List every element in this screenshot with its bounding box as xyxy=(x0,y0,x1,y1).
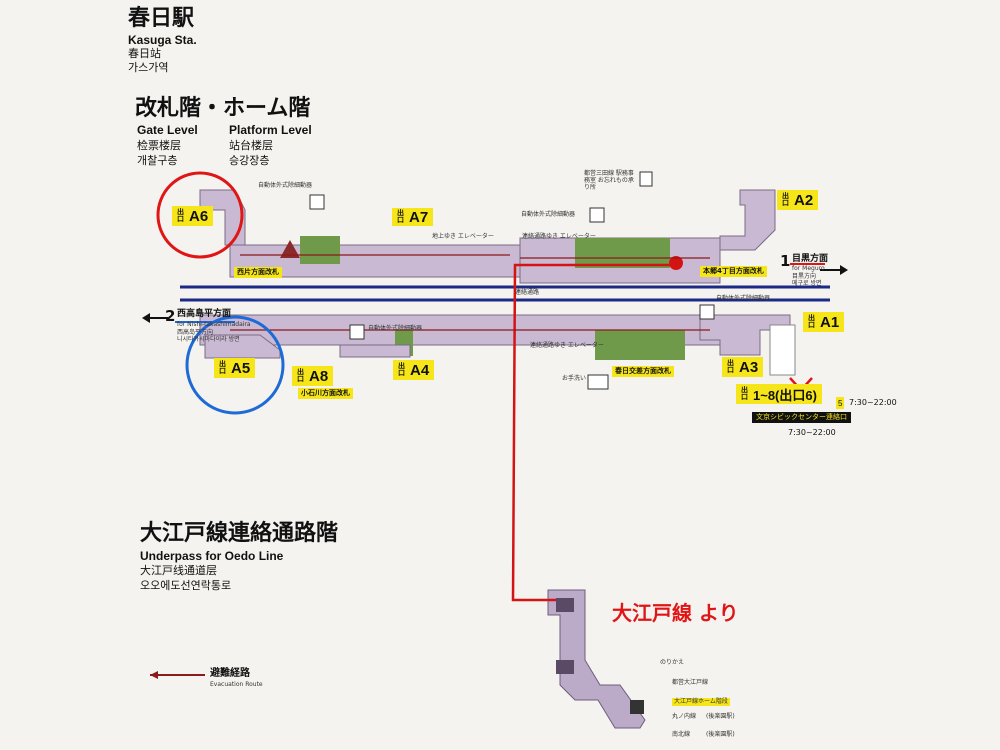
track2-direction: 西高島平方面 xyxy=(177,309,232,319)
aed-label-4: 自動体外式除細動器 xyxy=(716,295,771,302)
toilet-icon xyxy=(587,374,609,390)
aed-label-2: 自動体外式除細動器 xyxy=(521,211,576,218)
arrow-left-head xyxy=(142,313,150,323)
route-start-dot xyxy=(669,256,683,270)
underpass-title-ko: 오오에도선연락통로 xyxy=(140,579,232,592)
aed-label-3: 自動体外式除細動器 xyxy=(368,325,423,332)
station-office-label: 都営三田線 駅務事務室 お忘れもの承り所 xyxy=(584,170,634,192)
green-area-1 xyxy=(300,236,340,264)
station-name-ko: 가스가역 xyxy=(128,61,169,74)
elevator-passage-label: 連絡通路ゆき エレベーター xyxy=(522,233,596,240)
hours-1: 7:30~22:00 xyxy=(849,398,897,407)
hours-2: 7:30~22:00 xyxy=(788,428,836,437)
stair-block-1 xyxy=(556,598,574,612)
passage-label: 連絡通路 xyxy=(515,289,540,296)
green-area-2 xyxy=(575,238,670,268)
transfer-korakuen: (後楽園駅) xyxy=(706,713,735,720)
gate-level-ko: 개찰구층 xyxy=(137,154,178,167)
track1-direction: 目黒方面 xyxy=(792,254,829,264)
toilet-label: お手洗い xyxy=(562,375,587,382)
stair-a5 xyxy=(204,334,281,359)
handwritten-from-oedo: 大江戸線 より xyxy=(612,601,739,625)
civic-exit-box xyxy=(769,324,796,376)
track2-number: 2 xyxy=(165,307,176,325)
aed-icon xyxy=(309,194,325,210)
highlight-circle-a6 xyxy=(156,171,244,259)
gate-kasuga-intersection: 春日交差方面改札 xyxy=(612,366,674,377)
transfer-oedo-platform: 大江戸線ホーム階段 xyxy=(672,698,730,706)
stair-a4 xyxy=(339,344,411,358)
stair-block-3 xyxy=(630,700,644,714)
underpass-title-zh: 大江戸线通道层 xyxy=(140,564,217,577)
station-name-zh: 春日站 xyxy=(128,47,161,60)
transfer-title: のりかえ xyxy=(660,659,685,666)
green-area-3 xyxy=(595,330,685,360)
track2-direction-zh: 西高岛平方向 xyxy=(177,329,214,336)
gate-nishikata: 西片方面改札 xyxy=(234,267,282,278)
gate-level-zh: 检票楼层 xyxy=(137,139,181,152)
exit-5-badge: 5 xyxy=(836,397,845,409)
stair-a1 xyxy=(699,314,791,356)
stair-a2 xyxy=(719,189,776,251)
oedo-underpass xyxy=(547,589,646,729)
aed-icon-4 xyxy=(699,304,715,320)
transfer-korakuen-2: (後楽園駅) xyxy=(706,731,735,738)
track2-direction-ko: 니시타카시마다이라 방면 xyxy=(177,336,240,343)
transfer-oedo: 都営大江戸線 xyxy=(672,679,709,686)
legend-evac-ja: 避難経路 xyxy=(210,668,250,679)
stair-block-2 xyxy=(556,660,574,674)
civic-center-label: 文京シビックセンター連絡口 xyxy=(752,412,851,423)
track1-direction-ko: 메구로 방면 xyxy=(792,280,822,287)
track1-direction-zh: 目黒方向 xyxy=(792,273,817,280)
underpass-title: 大江戸線連絡通路階 xyxy=(140,521,339,546)
arrow-right-head xyxy=(840,265,848,275)
platform-level-ko: 승강장층 xyxy=(229,154,270,167)
platform-level-zh: 站台楼层 xyxy=(229,139,273,152)
platform-level-en: Platform Level xyxy=(229,123,312,137)
gate-koishikawa: 小石川方面改札 xyxy=(298,388,353,399)
legend-evac-en: Evacuation Route xyxy=(210,681,263,688)
triangle-marker xyxy=(280,240,300,258)
phone-icon xyxy=(639,171,653,187)
transfer-marunouchi: 丸ノ内線 xyxy=(672,713,697,720)
route-red-line xyxy=(511,263,675,602)
elevator-surface-label: 地上ゆき エレベーター xyxy=(432,233,494,240)
elevator-passage-label-2: 連絡通路ゆき エレベーター xyxy=(530,342,604,349)
station-name-ja: 春日駅 xyxy=(128,6,195,31)
aed-icon-3 xyxy=(349,324,365,340)
aed-label-1: 自動体外式除細動器 xyxy=(258,182,313,189)
track1-number: 1 xyxy=(780,252,791,270)
underpass-title-en: Underpass for Oedo Line xyxy=(140,549,284,563)
legend-arrowhead xyxy=(150,671,158,679)
gate-level-en: Gate Level xyxy=(137,123,198,137)
aed-icon-2 xyxy=(589,207,605,223)
transfer-namboku: 南北線 xyxy=(672,731,691,738)
track2-direction-en: for Nishi-takashimadaira xyxy=(177,321,251,328)
highlight-circle-a5 xyxy=(185,315,285,415)
track1-direction-en: for Meguro xyxy=(792,265,825,272)
station-name-en: Kasuga Sta. xyxy=(128,33,197,47)
level-title: 改札階・ホーム階 xyxy=(135,96,311,121)
gate-hongo: 本郷4丁目方面改札 xyxy=(700,266,767,277)
